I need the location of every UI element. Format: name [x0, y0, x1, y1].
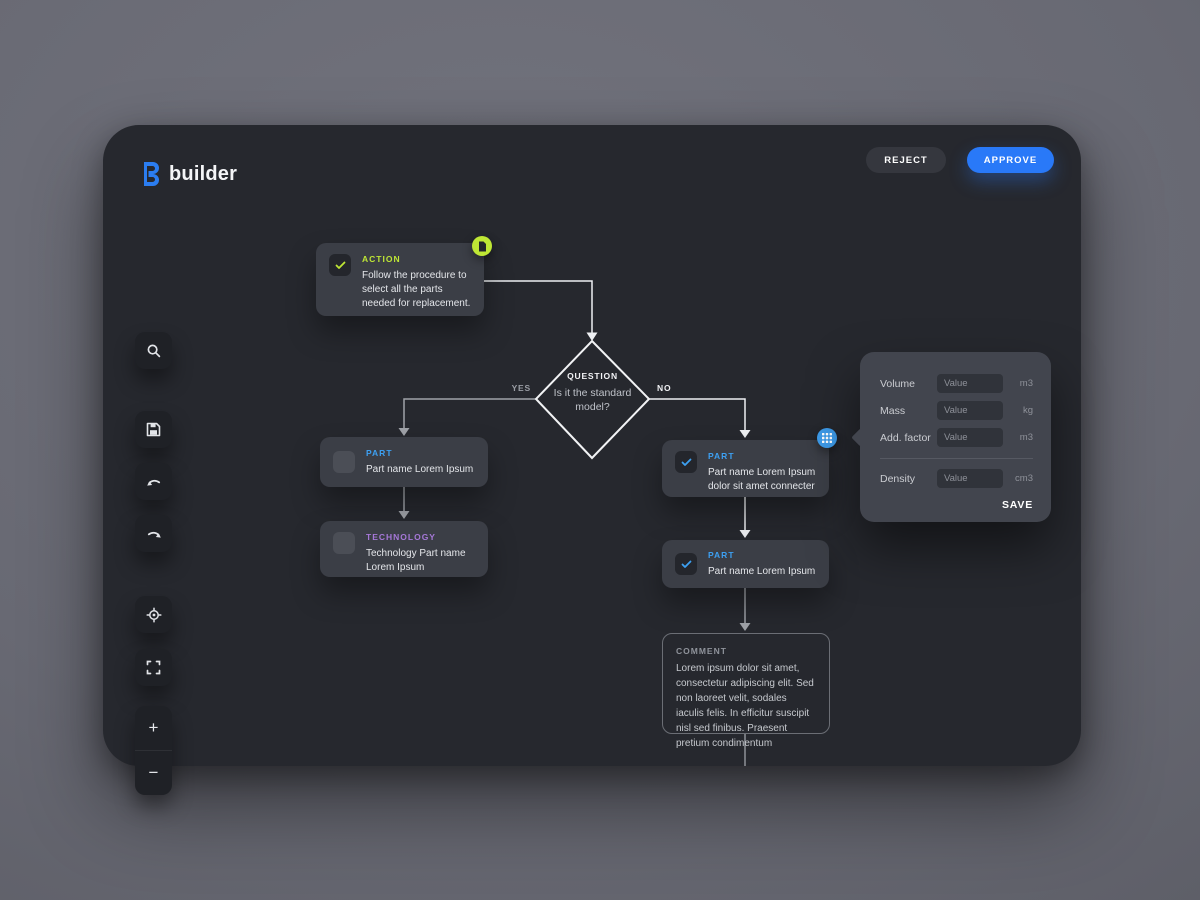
question-node-content: QUESTION Is it the standard model? [537, 371, 648, 414]
search-button[interactable] [135, 332, 172, 369]
action-checkbox[interactable] [329, 254, 351, 276]
volume-input[interactable] [937, 374, 1003, 393]
part-node-left[interactable]: PART Part name Lorem Ipsum [320, 437, 488, 487]
document-icon [478, 241, 486, 251]
undo-icon [146, 479, 160, 486]
branch-label-no: NO [657, 383, 672, 393]
save-properties-button[interactable]: SAVE [1001, 499, 1033, 511]
technology-type-label: TECHNOLOGY [366, 532, 436, 542]
part-right-2-checkbox[interactable] [675, 553, 697, 575]
part-right-1-checkbox[interactable] [675, 451, 697, 473]
field-row-mass: Mass kg [880, 401, 1033, 420]
zoom-out-button[interactable]: − [135, 751, 172, 795]
panel-divider [880, 458, 1033, 459]
add-factor-unit: m3 [1019, 432, 1033, 443]
properties-panel: Volume m3 Mass kg Add. factor m3 Density… [860, 352, 1051, 522]
fullscreen-icon [146, 660, 161, 675]
comment-node[interactable]: COMMENT Lorem ipsum dolor sit amet, cons… [662, 633, 830, 749]
mass-input[interactable] [937, 401, 1003, 420]
action-node[interactable]: ACTION Follow the procedure to select al… [316, 243, 484, 316]
part-left-text: Part name Lorem Ipsum [366, 463, 474, 475]
add-factor-label: Add. factor [880, 431, 931, 444]
density-unit: cm3 [1015, 473, 1033, 484]
checkmark-icon [681, 458, 691, 466]
builder-canvas[interactable]: builder REJECT APPROVE [103, 125, 1081, 795]
field-row-density: Density cm3 [880, 469, 1033, 488]
builder-logo-icon [144, 162, 159, 186]
checkmark-icon [335, 261, 345, 269]
part-right-1-type-label: PART [708, 451, 735, 461]
field-row-add-factor: Add. factor m3 [880, 428, 1033, 447]
locate-button[interactable] [135, 596, 172, 633]
action-type-label: ACTION [362, 254, 401, 264]
mass-unit: kg [1022, 405, 1033, 416]
part-node-right-1[interactable]: PART Part name Lorem Ipsum dolor sit ame… [662, 440, 829, 497]
zoom-divider [135, 750, 172, 751]
comment-text: Lorem ipsum dolor sit amet, consectetur … [676, 663, 814, 749]
part-left-type-label: PART [366, 447, 393, 458]
zoom-controls: + − [135, 706, 172, 795]
zoom-in-icon: + [148, 718, 159, 737]
checkmark-icon [681, 560, 691, 568]
search-icon [147, 344, 160, 357]
approve-button[interactable]: APPROVE [967, 147, 1054, 173]
zoom-in-button[interactable]: + [135, 706, 172, 750]
zoom-out-icon: − [148, 763, 159, 782]
action-text: Follow the procedure to select all the p… [362, 270, 471, 309]
app-logo: builder [140, 161, 237, 187]
save-icon [146, 422, 161, 437]
action-attachment-badge[interactable] [472, 236, 492, 256]
technology-node[interactable]: TECHNOLOGY Technology Part name Lorem Ip… [320, 521, 488, 577]
density-label: Density [880, 472, 916, 485]
part-right-2-type-label: PART [708, 549, 735, 560]
volume-unit: m3 [1019, 378, 1033, 389]
add-factor-input[interactable] [937, 428, 1003, 447]
technology-checkbox[interactable] [333, 532, 355, 554]
part-right-1-text: Part name Lorem Ipsum dolor sit amet con… [708, 467, 816, 492]
part-properties-badge[interactable] [817, 428, 837, 448]
volume-label: Volume [880, 377, 916, 390]
mass-label: Mass [880, 404, 906, 417]
reject-button[interactable]: REJECT [866, 147, 946, 173]
branch-label-yes: YES [511, 383, 531, 393]
save-button[interactable] [135, 411, 172, 448]
undo-button[interactable] [135, 463, 172, 500]
grid-icon [822, 433, 832, 443]
question-text: Is it the standard model? [553, 387, 632, 414]
redo-button[interactable] [135, 515, 172, 552]
density-input[interactable] [937, 469, 1003, 488]
part-node-right-2[interactable]: PART Part name Lorem Ipsum [662, 540, 829, 588]
locate-icon [145, 606, 162, 623]
field-row-volume: Volume m3 [880, 374, 1033, 393]
fullscreen-button[interactable] [135, 649, 172, 686]
technology-text: Technology Part name Lorem Ipsum [366, 548, 466, 573]
question-type-label: QUESTION [567, 371, 618, 381]
part-left-checkbox[interactable] [333, 451, 355, 473]
comment-type-label: COMMENT [676, 646, 727, 656]
redo-icon [147, 531, 161, 538]
part-right-2-text: Part name Lorem Ipsum [708, 565, 816, 577]
app-title: builder [169, 162, 238, 185]
